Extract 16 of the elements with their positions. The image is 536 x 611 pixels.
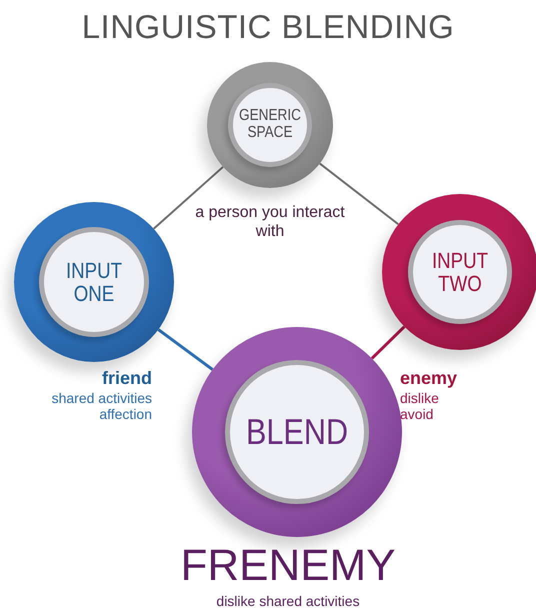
annotation-text: a person you interact with [195, 203, 345, 242]
connector-line [157, 328, 214, 371]
title: LINGUISTIC BLENDING [80, 8, 456, 46]
node-label: BLEND [246, 413, 348, 451]
annotation-text: dislike shared activities [215, 592, 361, 610]
connector-line [319, 162, 399, 226]
annotation-text: FRENEMY [179, 540, 397, 592]
node-label: GENERIC SPACE [238, 108, 302, 142]
node-label: INPUT ONE [64, 258, 124, 306]
connector-line [153, 166, 224, 230]
node-label: INPUT TWO [430, 248, 490, 296]
annotation-text: dislike avoid [400, 390, 440, 424]
connector-line [370, 326, 406, 360]
annotation-text: shared activities affection [50, 390, 152, 424]
annotation-text: friend [100, 368, 152, 390]
annotation-text: enemy [400, 368, 458, 390]
